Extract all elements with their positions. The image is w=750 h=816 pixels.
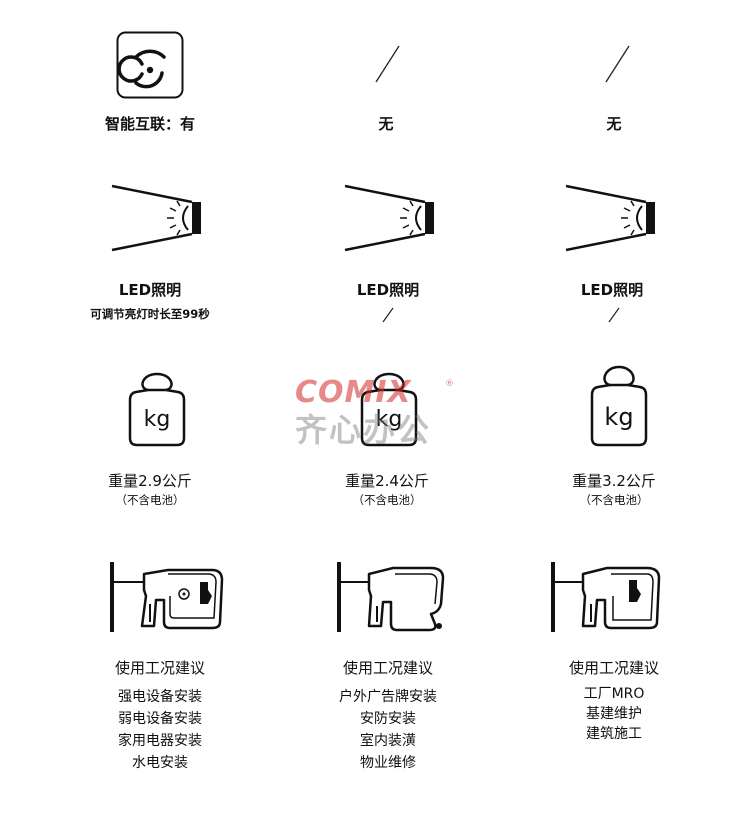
weight-note: （不含电池） [115, 493, 185, 507]
usage-title: 使用工况建议 [568, 659, 659, 677]
usage-list: 户外广告牌安装 安防安装 室内装潢 物业维修 [298, 686, 478, 774]
usage-item: 户外广告牌安装 [339, 689, 437, 705]
usage-item: 家用电器安装 [118, 733, 202, 749]
none-slash [605, 45, 630, 83]
weight-label: 重量3.2公斤 [572, 472, 656, 490]
led-light-icon [111, 184, 201, 252]
weight-label: 重量2.9公斤 [108, 472, 192, 490]
usage-title: 使用工况建议 [114, 659, 205, 677]
led-label: LED照明 [356, 281, 420, 299]
usage-item: 强电设备安装 [118, 689, 202, 705]
weight-label: 重量2.4公斤 [345, 472, 429, 490]
usage-item: 水电安装 [132, 755, 188, 771]
usage-item: 弱电设备安装 [118, 711, 202, 727]
watermark: COMIX ® 齐心办公 [295, 375, 460, 449]
led-label: LED照明 [118, 281, 182, 299]
usage-list: 工厂MRO 基建维护 建筑施工 [524, 684, 704, 744]
usage-item: 安防安装 [360, 711, 416, 727]
hammer-drill-icon [551, 562, 661, 632]
smart-connect-label: 智能互联：有 [104, 115, 195, 133]
led-label: LED照明 [580, 281, 644, 299]
weight-kg-icon: kg [360, 372, 418, 447]
usage-list: 强电设备安装 弱电设备安装 家用电器安装 水电安装 [70, 686, 250, 774]
none-slash [608, 307, 620, 323]
kg-text: kg [144, 407, 171, 432]
smart-connect-none-label: 无 [378, 115, 394, 133]
usage-item: 基建维护 [586, 706, 642, 722]
led-sub-label: 可调节亮灯时长至99秒 [90, 307, 210, 321]
kg-text: kg [604, 403, 633, 431]
usage-item: 工厂MRO [583, 686, 645, 702]
weight-kg-icon: kg [590, 365, 648, 447]
usage-item: 物业维修 [360, 755, 416, 771]
led-light-icon [565, 184, 655, 252]
watermark-registered: ® [445, 379, 454, 389]
hammer-drill-icon [337, 562, 445, 632]
usage-title: 使用工况建议 [342, 659, 433, 677]
kg-text: kg [376, 407, 403, 432]
hammer-drill-icon [110, 562, 224, 632]
none-slash [375, 45, 400, 83]
watermark-text: 齐心办公 [295, 411, 432, 449]
smart-connect-icon [116, 31, 184, 99]
usage-item: 室内装潢 [360, 733, 416, 749]
weight-kg-icon: kg [128, 372, 186, 447]
led-light-icon [344, 184, 434, 252]
none-slash [382, 307, 394, 323]
weight-note: （不含电池） [579, 493, 649, 507]
usage-item: 建筑施工 [586, 726, 642, 742]
smart-connect-none-label: 无 [606, 115, 622, 133]
weight-note: （不含电池） [352, 493, 422, 507]
watermark-logo: COMIX [295, 375, 412, 410]
